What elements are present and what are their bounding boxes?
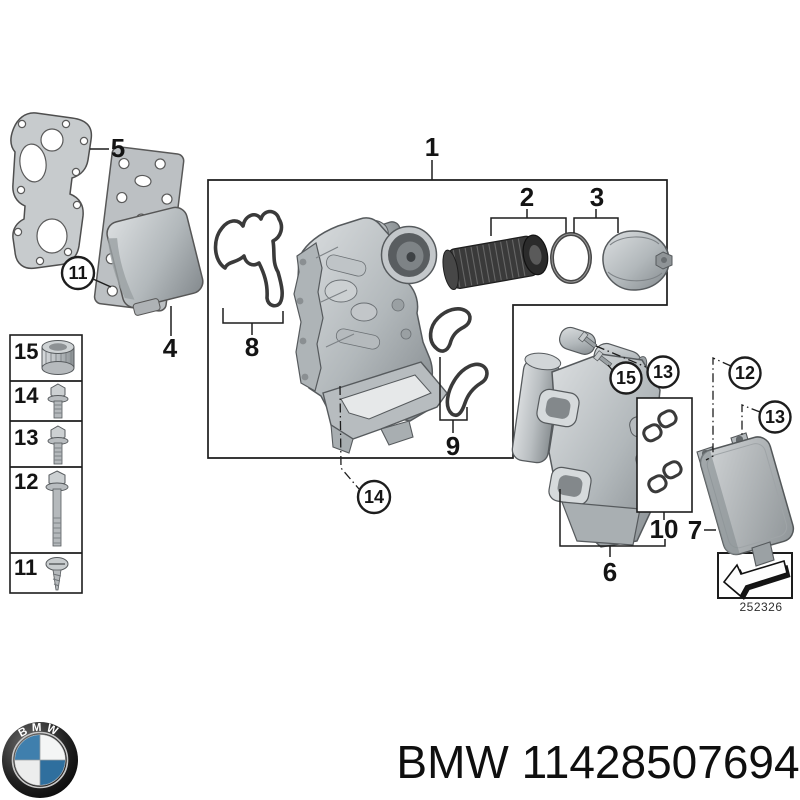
gasket-8-drawing: [213, 209, 284, 335]
circled-13b-leader: [741, 404, 761, 438]
circled-callout-13a-label: 13: [653, 362, 673, 382]
filter-cap-drawing: [602, 230, 673, 291]
callout-1: 1: [425, 132, 439, 162]
bolt-12-icon: [45, 470, 69, 547]
callout-2: 2: [520, 182, 534, 212]
gaskets-9-drawing: [428, 307, 489, 433]
callout-4: 4: [163, 333, 178, 363]
fastener-label-15: 15: [14, 339, 38, 364]
part-number-text: BMW 11428507694: [396, 736, 799, 788]
cap-nut-icon: [41, 340, 75, 375]
circled-callout-12: 12: [728, 356, 762, 390]
circled-callout-14: 14: [356, 479, 392, 515]
oil-cooler-7-drawing: [696, 432, 795, 567]
circled-callout-13b: 13: [758, 400, 792, 434]
circled-callout-13b-label: 13: [765, 407, 785, 427]
fastener-label-14: 14: [14, 383, 39, 408]
bmw-logo-quadrant-blue-tl: [15, 735, 40, 760]
circled-callout-11-label: 11: [68, 263, 87, 283]
callout-5: 5: [111, 133, 125, 163]
screw-11-icon: [45, 557, 69, 591]
bolt-glyph-icons: [578, 331, 647, 372]
callout-3-bracket: [573, 209, 619, 233]
filter-housing-drawing: [293, 217, 448, 454]
fastener-label-12: 12: [14, 469, 38, 494]
oil-cooler-4-drawing: [92, 146, 204, 336]
gasket-5-drawing: [10, 112, 109, 270]
circled-callout-11: 11: [60, 255, 96, 291]
fastener-label-11: 11: [14, 555, 37, 580]
callout-9: 9: [446, 431, 460, 461]
bolt-13-icon: [47, 425, 69, 465]
callout-8: 8: [245, 332, 259, 362]
heat-exchanger-assembly-6-drawing: [511, 326, 668, 548]
diagram-ref-code: 252326: [739, 600, 782, 614]
direction-arrow-box: [717, 552, 793, 600]
bmw-logo: BMW: [2, 722, 78, 798]
direction-arrow-icon: [722, 559, 791, 600]
bmw-logo-quadrant-blue-br: [40, 760, 65, 785]
main-assembly-box: [207, 160, 668, 459]
callout-10: 10: [650, 514, 679, 544]
circled-callout-15: 15: [609, 361, 643, 395]
callout-7: 7: [688, 515, 702, 545]
circled-callout-13a: 13: [646, 355, 680, 389]
filter-element-drawing: [442, 234, 549, 291]
o-ring-drawing: [550, 232, 592, 284]
bolt-14-icon: [47, 383, 69, 419]
fastener-table: [9, 334, 83, 594]
callout-2-bracket: [490, 209, 567, 236]
circled-callout-14-label: 14: [364, 487, 384, 507]
callout-6: 6: [603, 557, 617, 587]
callout-6-bracket: [559, 489, 666, 557]
fastener-label-13: 13: [14, 425, 38, 450]
circled-callout-12-label: 12: [735, 363, 755, 383]
circled-14-leader: [339, 385, 360, 490]
callout-3: 3: [590, 182, 604, 212]
gasket-box-10: [636, 397, 693, 520]
circled-callout-15-label: 15: [616, 368, 636, 388]
